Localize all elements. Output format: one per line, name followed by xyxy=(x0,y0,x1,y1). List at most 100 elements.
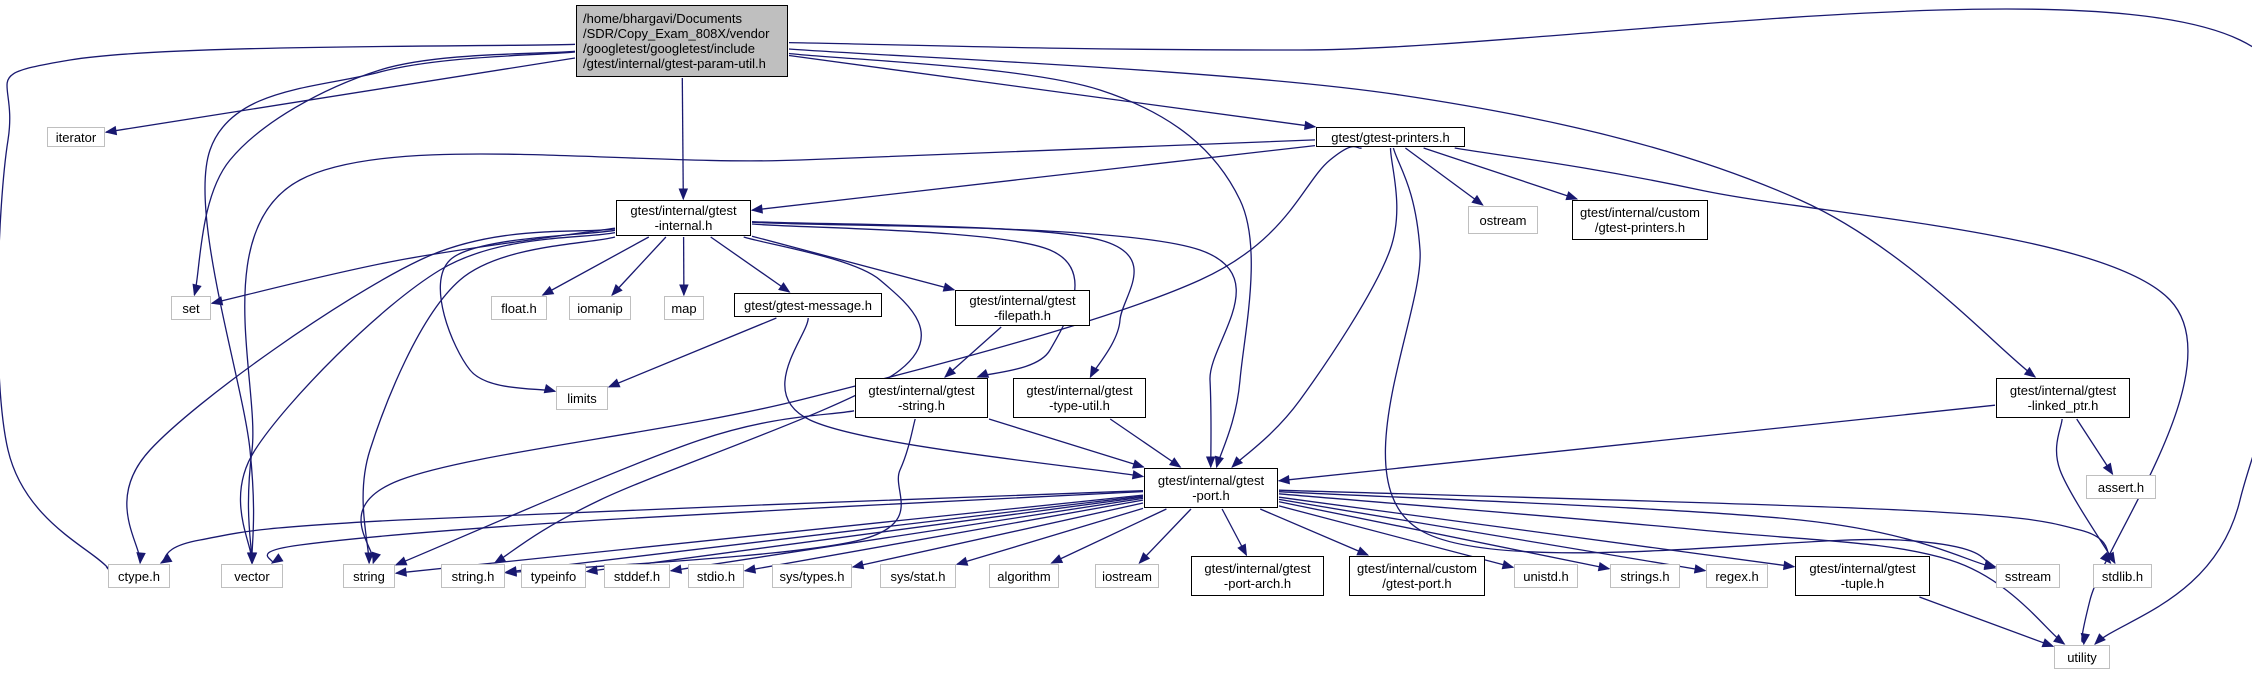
node-sys-stat-h[interactable]: sys/stat.h xyxy=(880,564,956,588)
node-label: sys/stat.h xyxy=(890,568,946,584)
arrowhead-icon xyxy=(104,125,118,136)
node-sys-types-h[interactable]: sys/types.h xyxy=(772,564,852,588)
node-label: ctype.h xyxy=(118,568,160,584)
node-sstream[interactable]: sstream xyxy=(1996,564,2060,588)
arrowhead-icon xyxy=(2105,551,2116,565)
node-gtest-filepath[interactable]: gtest/internal/gtest -filepath.h xyxy=(955,290,1090,326)
node-label: string xyxy=(353,568,385,584)
node-stdlib-h[interactable]: stdlib.h xyxy=(2093,564,2152,588)
arrowhead-icon xyxy=(976,368,990,378)
node-typeinfo[interactable]: typeinfo xyxy=(521,564,586,588)
edge-gtest-filepath-to-gtest-string xyxy=(944,326,1002,378)
edge-gtest-port-to-sys-types-h xyxy=(852,502,1144,568)
node-gtest-printers[interactable]: gtest/gtest-printers.h xyxy=(1316,127,1465,147)
edge-gtest-internal-to-gtest-message xyxy=(710,236,790,293)
arrowhead-icon xyxy=(1138,552,1151,564)
edge-gtest-port-to-typeinfo xyxy=(586,496,1144,573)
edge-gtest-internal-to-float-h xyxy=(542,236,650,296)
edge-gtest-internal-to-set xyxy=(211,227,616,304)
node-gtest-internal[interactable]: gtest/internal/gtest -internal.h xyxy=(616,200,751,236)
node-label: gtest/internal/gtest -tuple.h xyxy=(1809,561,1916,591)
edge-gtest-internal-to-gtest-port xyxy=(751,221,1237,468)
arrowhead-icon xyxy=(611,284,623,296)
edge-gtest-port-to-string xyxy=(395,494,1144,574)
arrowhead-icon xyxy=(2080,632,2091,646)
node-stdio-h[interactable]: stdio.h xyxy=(688,564,744,588)
edge-gtest-linked-ptr-to-assert-h xyxy=(2076,418,2114,475)
node-gtest-type-util[interactable]: gtest/internal/gtest -type-util.h xyxy=(1013,378,1146,418)
node-label: unistd.h xyxy=(1523,568,1569,584)
edge-root-to-ctype-h xyxy=(0,43,576,578)
edge-gtest-port-to-stddef-h xyxy=(670,497,1144,572)
edge-gtest-type-util-to-gtest-port xyxy=(1109,418,1181,468)
node-map[interactable]: map xyxy=(664,296,704,320)
edge-root-to-utility xyxy=(788,8,2252,645)
arrowhead-icon xyxy=(2053,634,2066,645)
node-regex-h[interactable]: regex.h xyxy=(1706,564,1768,588)
node-strings-h[interactable]: strings.h xyxy=(1610,564,1680,588)
node-label: gtest/internal/gtest -filepath.h xyxy=(969,293,1076,323)
node-set[interactable]: set xyxy=(171,296,211,320)
arrowhead-icon xyxy=(270,553,284,564)
node-iostream[interactable]: iostream xyxy=(1095,564,1159,588)
arrowhead-icon xyxy=(743,564,757,574)
node-label: gtest/gtest-printers.h xyxy=(1331,129,1450,145)
arrowhead-icon xyxy=(210,296,224,306)
node-label: gtest/internal/custom /gtest-port.h xyxy=(1357,561,1477,591)
arrowhead-icon xyxy=(1277,475,1290,485)
edge-gtest-port-to-stdio-h xyxy=(744,499,1144,572)
node-gtest-linked-ptr[interactable]: gtest/internal/gtest -linked_ptr.h xyxy=(1996,378,2130,418)
node-iomanip[interactable]: iomanip xyxy=(569,296,631,320)
arrowhead-icon xyxy=(1231,456,1244,468)
node-label: sys/types.h xyxy=(779,568,845,584)
edge-gtest-printers-to-gtest-port xyxy=(1231,147,1398,468)
node-label: gtest/internal/gtest -linked_ptr.h xyxy=(2009,383,2117,413)
node-root[interactable]: /home/bhargavi/Documents /SDR/Copy_Exam_… xyxy=(576,5,788,77)
arrowhead-icon xyxy=(585,565,598,575)
node-label: string.h xyxy=(451,568,495,584)
arrowhead-icon xyxy=(851,560,865,570)
node-unistd-h[interactable]: unistd.h xyxy=(1514,564,1578,588)
arrowhead-icon xyxy=(1783,560,1796,571)
arrowhead-icon xyxy=(1132,459,1145,469)
arrowhead-icon xyxy=(1501,560,1515,570)
arrowhead-icon xyxy=(541,285,555,296)
node-label: gtest/gtest-message.h xyxy=(744,297,872,313)
node-label: stddef.h xyxy=(613,568,661,584)
node-gtest-port[interactable]: gtest/internal/gtest -port.h xyxy=(1144,468,1278,508)
node-stddef-h[interactable]: stddef.h xyxy=(604,564,670,588)
node-label: map xyxy=(671,300,697,316)
arrowhead-icon xyxy=(1471,194,1484,206)
arrowhead-icon xyxy=(1356,546,1370,556)
node-gtest-message[interactable]: gtest/gtest-message.h xyxy=(734,293,882,317)
edge-gtest-string-to-gtest-port xyxy=(988,418,1144,468)
arrowhead-icon xyxy=(504,566,517,576)
node-gtest-tuple[interactable]: gtest/internal/gtest -tuple.h xyxy=(1795,556,1930,596)
node-vector[interactable]: vector xyxy=(221,564,283,588)
node-label: iomanip xyxy=(577,300,623,316)
node-port-arch[interactable]: gtest/internal/gtest -port-arch.h xyxy=(1191,556,1324,596)
node-string-h[interactable]: string.h xyxy=(441,564,505,588)
arrowhead-icon xyxy=(394,567,407,577)
node-assert-h[interactable]: assert.h xyxy=(2086,475,2156,499)
node-custom-port[interactable]: gtest/internal/custom /gtest-port.h xyxy=(1349,556,1485,596)
node-ctype-h[interactable]: ctype.h xyxy=(108,564,170,588)
node-label: typeinfo xyxy=(530,568,577,584)
node-string[interactable]: string xyxy=(343,564,395,588)
node-label: regex.h xyxy=(1715,568,1759,584)
node-utility[interactable]: utility xyxy=(2054,645,2110,669)
node-iterator[interactable]: iterator xyxy=(47,127,105,147)
node-custom-printers[interactable]: gtest/internal/custom /gtest-printers.h xyxy=(1572,200,1708,240)
node-label: utility xyxy=(2067,649,2097,665)
edge-gtest-printers-to-sstream xyxy=(1384,147,1996,568)
edge-root-to-gtest-linked-ptr xyxy=(788,48,2036,378)
node-algorithm[interactable]: algorithm xyxy=(989,564,1059,588)
arrowhead-icon xyxy=(778,282,791,293)
node-label: iterator xyxy=(55,129,97,145)
node-gtest-string[interactable]: gtest/internal/gtest -string.h xyxy=(855,378,988,418)
arrowhead-icon xyxy=(2094,633,2106,645)
node-ostream[interactable]: ostream xyxy=(1468,206,1538,234)
node-limits[interactable]: limits xyxy=(556,386,608,410)
node-label: gtest/internal/custom /gtest-printers.h xyxy=(1580,205,1700,235)
node-float-h[interactable]: float.h xyxy=(491,296,547,320)
